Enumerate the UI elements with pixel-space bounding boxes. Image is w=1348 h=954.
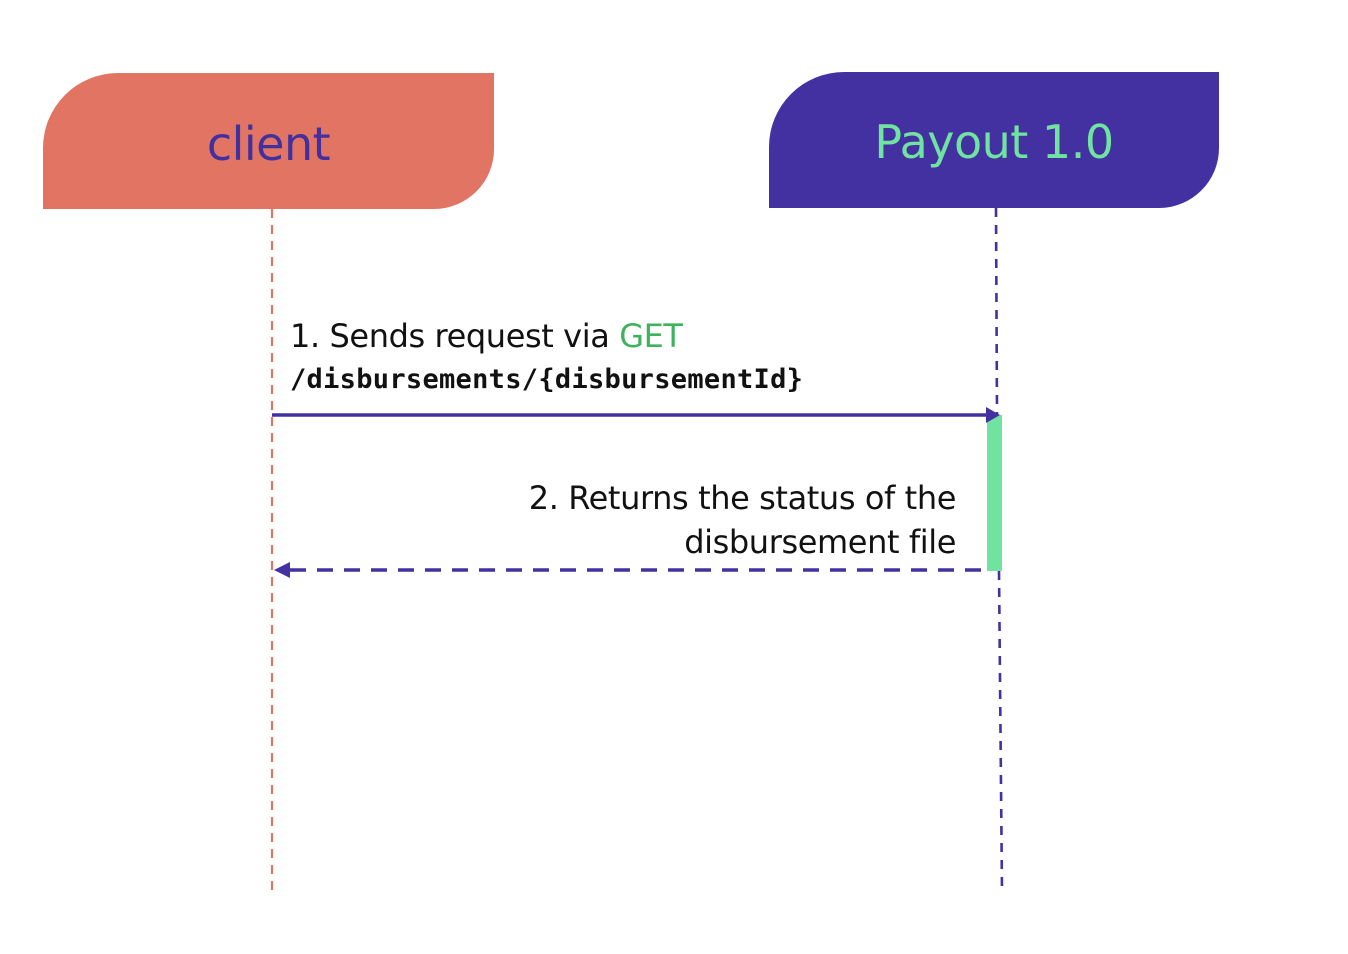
response-message-label: 2. Returns the status of the disbursemen… xyxy=(528,476,957,564)
payout-activation-bar xyxy=(987,415,1002,571)
request-message-label: 1. Sends request via GET /disbursements/… xyxy=(290,314,803,402)
participant-client: client xyxy=(43,73,494,209)
participant-payout: Payout 1.0 xyxy=(769,72,1219,208)
response-text-line1: 2. Returns the status of the xyxy=(528,479,957,517)
response-arrowhead xyxy=(274,562,290,578)
request-step-number: 1. xyxy=(290,317,320,355)
response-text-line2: disbursement file xyxy=(684,523,956,561)
request-arrowhead xyxy=(986,407,1000,423)
request-endpoint-path: /disbursements/{disbursementId} xyxy=(290,364,804,395)
payout-lifeline xyxy=(994,207,999,416)
participant-payout-label: Payout 1.0 xyxy=(874,115,1114,169)
request-http-method: GET xyxy=(619,317,683,355)
payout-lifeline-lower xyxy=(997,570,1004,893)
participant-client-label: client xyxy=(206,117,331,171)
request-text: Sends request via xyxy=(329,317,610,355)
